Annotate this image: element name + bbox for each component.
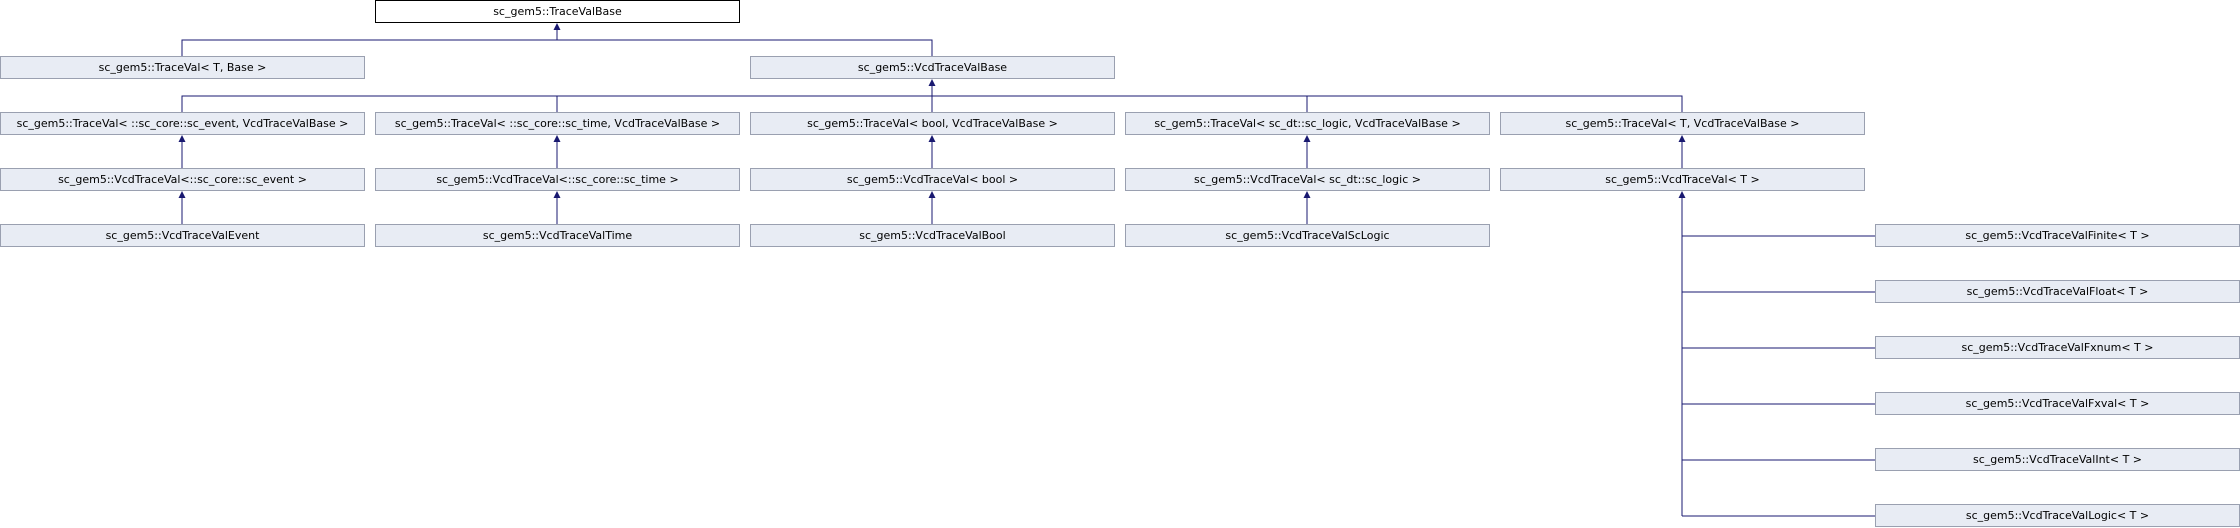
node-vcdtracevallogic[interactable]: sc_gem5::VcdTraceValLogic< T > xyxy=(1875,504,2240,527)
inheritance-arrowhead xyxy=(928,79,936,86)
inheritance-arrowhead xyxy=(178,135,186,142)
node-vcdtraceval-sclogic[interactable]: sc_gem5::VcdTraceVal< sc_dt::sc_logic > xyxy=(1125,168,1490,191)
inheritance-arrowhead xyxy=(1303,191,1311,198)
node-traceval-sclogic[interactable]: sc_gem5::TraceVal< sc_dt::sc_logic, VcdT… xyxy=(1125,112,1490,135)
node-traceval-time[interactable]: sc_gem5::TraceVal< ::sc_core::sc_time, V… xyxy=(375,112,740,135)
node-vcdtracevaltime[interactable]: sc_gem5::VcdTraceValTime xyxy=(375,224,740,247)
node-traceval-t-vcd[interactable]: sc_gem5::TraceVal< T, VcdTraceValBase > xyxy=(1500,112,1865,135)
inheritance-arrowhead xyxy=(928,135,936,142)
node-vcdtraceval-time[interactable]: sc_gem5::VcdTraceVal<::sc_core::sc_time … xyxy=(375,168,740,191)
node-traceval-bool[interactable]: sc_gem5::TraceVal< bool, VcdTraceValBase… xyxy=(750,112,1115,135)
node-vcdtracevalfinite[interactable]: sc_gem5::VcdTraceValFinite< T > xyxy=(1875,224,2240,247)
inheritance-arrowhead xyxy=(1678,135,1686,142)
inheritance-edge-0 xyxy=(181,39,933,56)
inheritance-arrowhead xyxy=(1303,135,1311,142)
node-vcdtraceval-bool[interactable]: sc_gem5::VcdTraceVal< bool > xyxy=(750,168,1115,191)
node-vcdtracevalbool[interactable]: sc_gem5::VcdTraceValBool xyxy=(750,224,1115,247)
node-vcdtracevalsclogic[interactable]: sc_gem5::VcdTraceValScLogic xyxy=(1125,224,1490,247)
node-vcdtracevalfloat[interactable]: sc_gem5::VcdTraceValFloat< T > xyxy=(1875,280,2240,303)
node-vcdtracevalevent[interactable]: sc_gem5::VcdTraceValEvent xyxy=(0,224,365,247)
inheritance-arrowhead xyxy=(553,191,561,198)
node-vcdtraceval-t[interactable]: sc_gem5::VcdTraceVal< T > xyxy=(1500,168,1865,191)
inheritance-arrowhead xyxy=(178,191,186,198)
inheritance-arrowhead xyxy=(553,135,561,142)
node-tracevalbase[interactable]: sc_gem5::TraceValBase xyxy=(375,0,740,23)
node-vcdtracevalfxval[interactable]: sc_gem5::VcdTraceValFxval< T > xyxy=(1875,392,2240,415)
inheritance-arrowhead xyxy=(928,191,936,198)
node-traceval-t-base[interactable]: sc_gem5::TraceVal< T, Base > xyxy=(0,56,365,79)
node-vcdtraceval-event[interactable]: sc_gem5::VcdTraceVal<::sc_core::sc_event… xyxy=(0,168,365,191)
node-vcdtracevalbase[interactable]: sc_gem5::VcdTraceValBase xyxy=(750,56,1115,79)
inheritance-arrowhead xyxy=(1678,191,1686,198)
node-traceval-event[interactable]: sc_gem5::TraceVal< ::sc_core::sc_event, … xyxy=(0,112,365,135)
inheritance-arrowhead xyxy=(553,23,561,30)
node-vcdtracevalfxnum[interactable]: sc_gem5::VcdTraceValFxnum< T > xyxy=(1875,336,2240,359)
node-vcdtracevalint[interactable]: sc_gem5::VcdTraceValInt< T > xyxy=(1875,448,2240,471)
